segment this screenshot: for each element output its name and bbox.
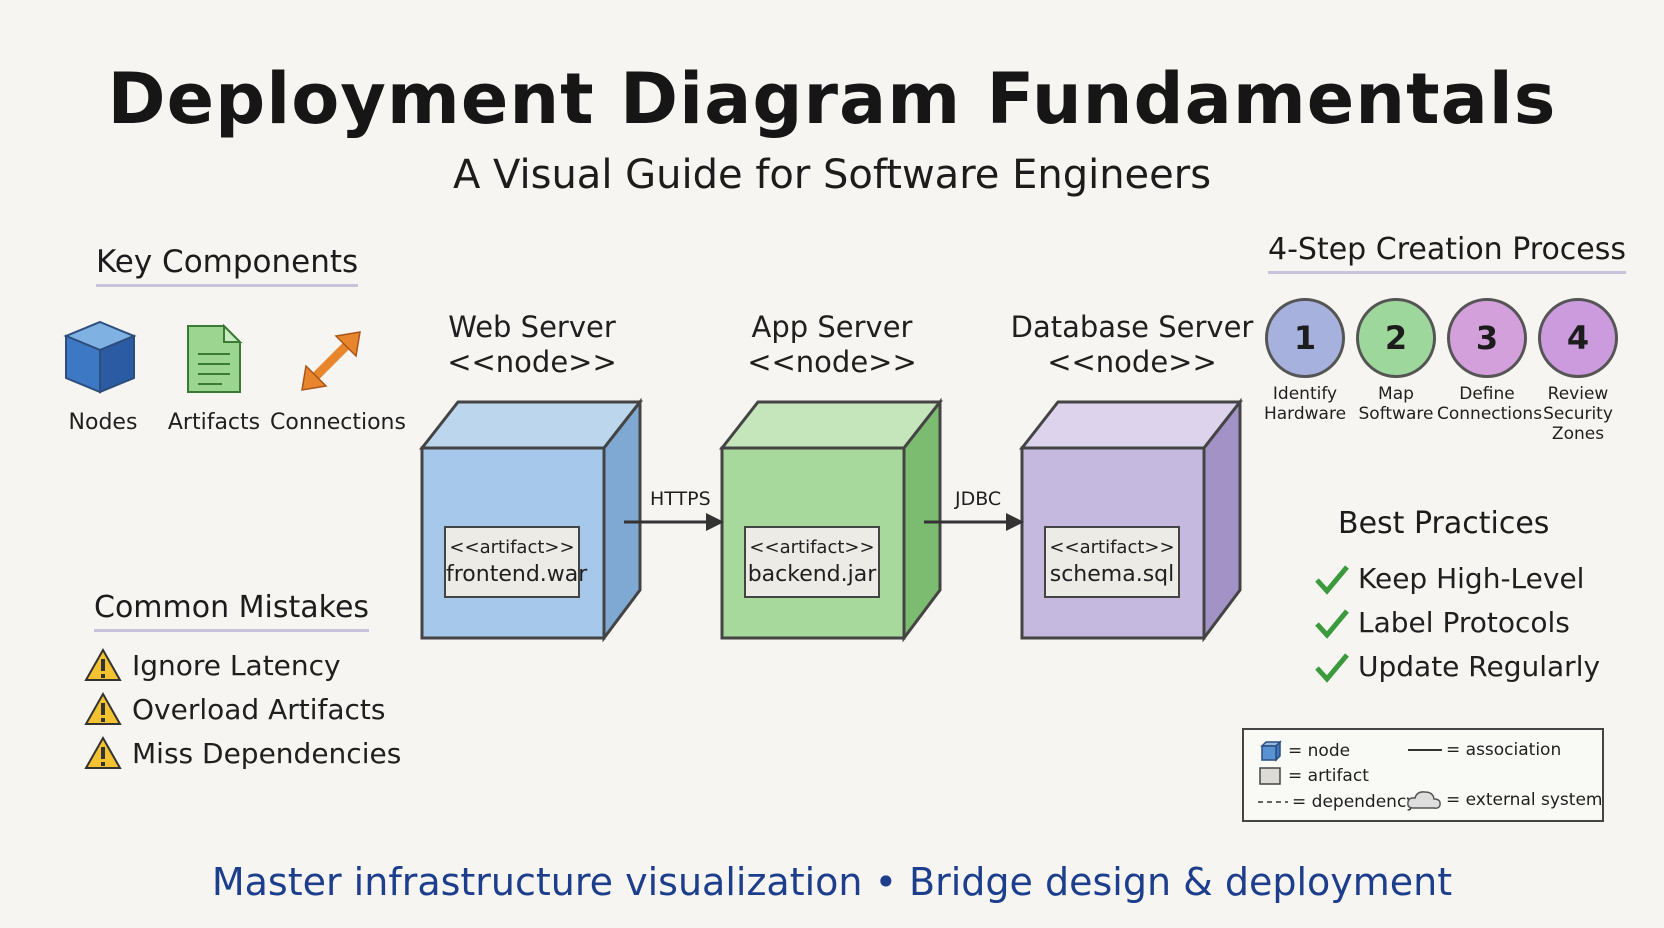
mistakes-heading: Common Mistakes — [94, 590, 370, 632]
check-icon — [1315, 652, 1349, 683]
practice-item: Label Protocols — [1314, 606, 1570, 639]
practice-item: Keep High-Level — [1314, 562, 1584, 595]
key-component-label: Connections — [270, 410, 406, 435]
cube-icon — [63, 320, 137, 394]
node-stereotype: <<node>> — [447, 345, 617, 379]
legend-external-system: = external system — [1406, 788, 1602, 812]
artifact-stereotype: <<artifact>> — [1049, 537, 1175, 558]
node-cube-web-server — [418, 398, 644, 642]
node-name: Web Server — [448, 310, 616, 344]
practice-item: Update Regularly — [1314, 650, 1600, 683]
node-cube-database-server — [1018, 398, 1244, 642]
artifact-stereotype: <<artifact>> — [749, 537, 875, 558]
dashed-line-icon — [1258, 801, 1288, 803]
node-title-app-server: App Server <<node>> — [682, 310, 982, 380]
document-icon — [187, 323, 243, 393]
check-icon — [1315, 564, 1349, 595]
node-stereotype: <<node>> — [1047, 345, 1217, 379]
connection-label-jdbc: JDBC — [955, 488, 1002, 510]
step-circle: 2 — [1356, 298, 1436, 378]
footer-tagline: Master infrastructure visualization • Br… — [211, 860, 1453, 904]
solid-line-icon — [1408, 749, 1442, 751]
mistake-item: Ignore Latency — [84, 648, 341, 682]
artifact-stereotype: <<artifact>> — [449, 537, 575, 558]
artifact-legend-icon — [1259, 767, 1281, 785]
key-component-label: Artifacts — [167, 410, 261, 435]
connection-arrow-https — [624, 513, 724, 531]
step-circle: 3 — [1447, 298, 1527, 378]
page-subtitle: A Visual Guide for Software Engineers — [452, 152, 1212, 198]
artifact-name: backend.jar — [747, 562, 877, 587]
mistake-item: Miss Dependencies — [84, 736, 401, 770]
warning-icon — [84, 648, 122, 681]
double-arrow-icon — [301, 331, 361, 391]
artifact-name: schema.sql — [1049, 562, 1175, 587]
check-icon — [1315, 608, 1349, 639]
node-name: App Server — [751, 310, 913, 344]
page-title: Deployment Diagram Fundamentals — [107, 58, 1557, 140]
warning-icon — [84, 692, 122, 725]
node-legend-icon — [1260, 740, 1282, 762]
step-circle: 1 — [1265, 298, 1345, 378]
connection-label-https: HTTPS — [650, 488, 711, 510]
key-components-heading: Key Components — [96, 244, 359, 287]
step-circle: 4 — [1538, 298, 1618, 378]
legend-dependency: = dependency — [1258, 792, 1416, 812]
warning-icon — [84, 736, 122, 769]
connection-arrow-jdbc — [924, 513, 1024, 531]
legend-association: = association — [1408, 740, 1561, 760]
artifact-frontend-war: <<artifact>> frontend.war — [444, 526, 588, 598]
legend-node: = node — [1258, 740, 1350, 762]
node-title-web-server: Web Server <<node>> — [382, 310, 682, 380]
legend-box: = node = artifact = dependency = associa… — [1242, 728, 1604, 822]
artifact-schema-sql: <<artifact>> schema.sql — [1044, 526, 1180, 598]
artifact-name: frontend.war — [446, 562, 588, 587]
node-title-database-server: Database Server <<node>> — [982, 310, 1282, 380]
process-heading: 4-Step Creation Process — [1268, 232, 1627, 274]
node-stereotype: <<node>> — [747, 345, 917, 379]
legend-artifact: = artifact — [1258, 766, 1369, 786]
cloud-icon — [1407, 791, 1441, 809]
mistake-item: Overload Artifacts — [84, 692, 386, 726]
key-component-label: Nodes — [68, 410, 138, 435]
artifact-backend-jar: <<artifact>> backend.jar — [744, 526, 880, 598]
practices-heading: Best Practices — [1338, 506, 1550, 541]
node-cube-app-server — [718, 398, 944, 642]
node-name: Database Server — [1010, 310, 1254, 344]
